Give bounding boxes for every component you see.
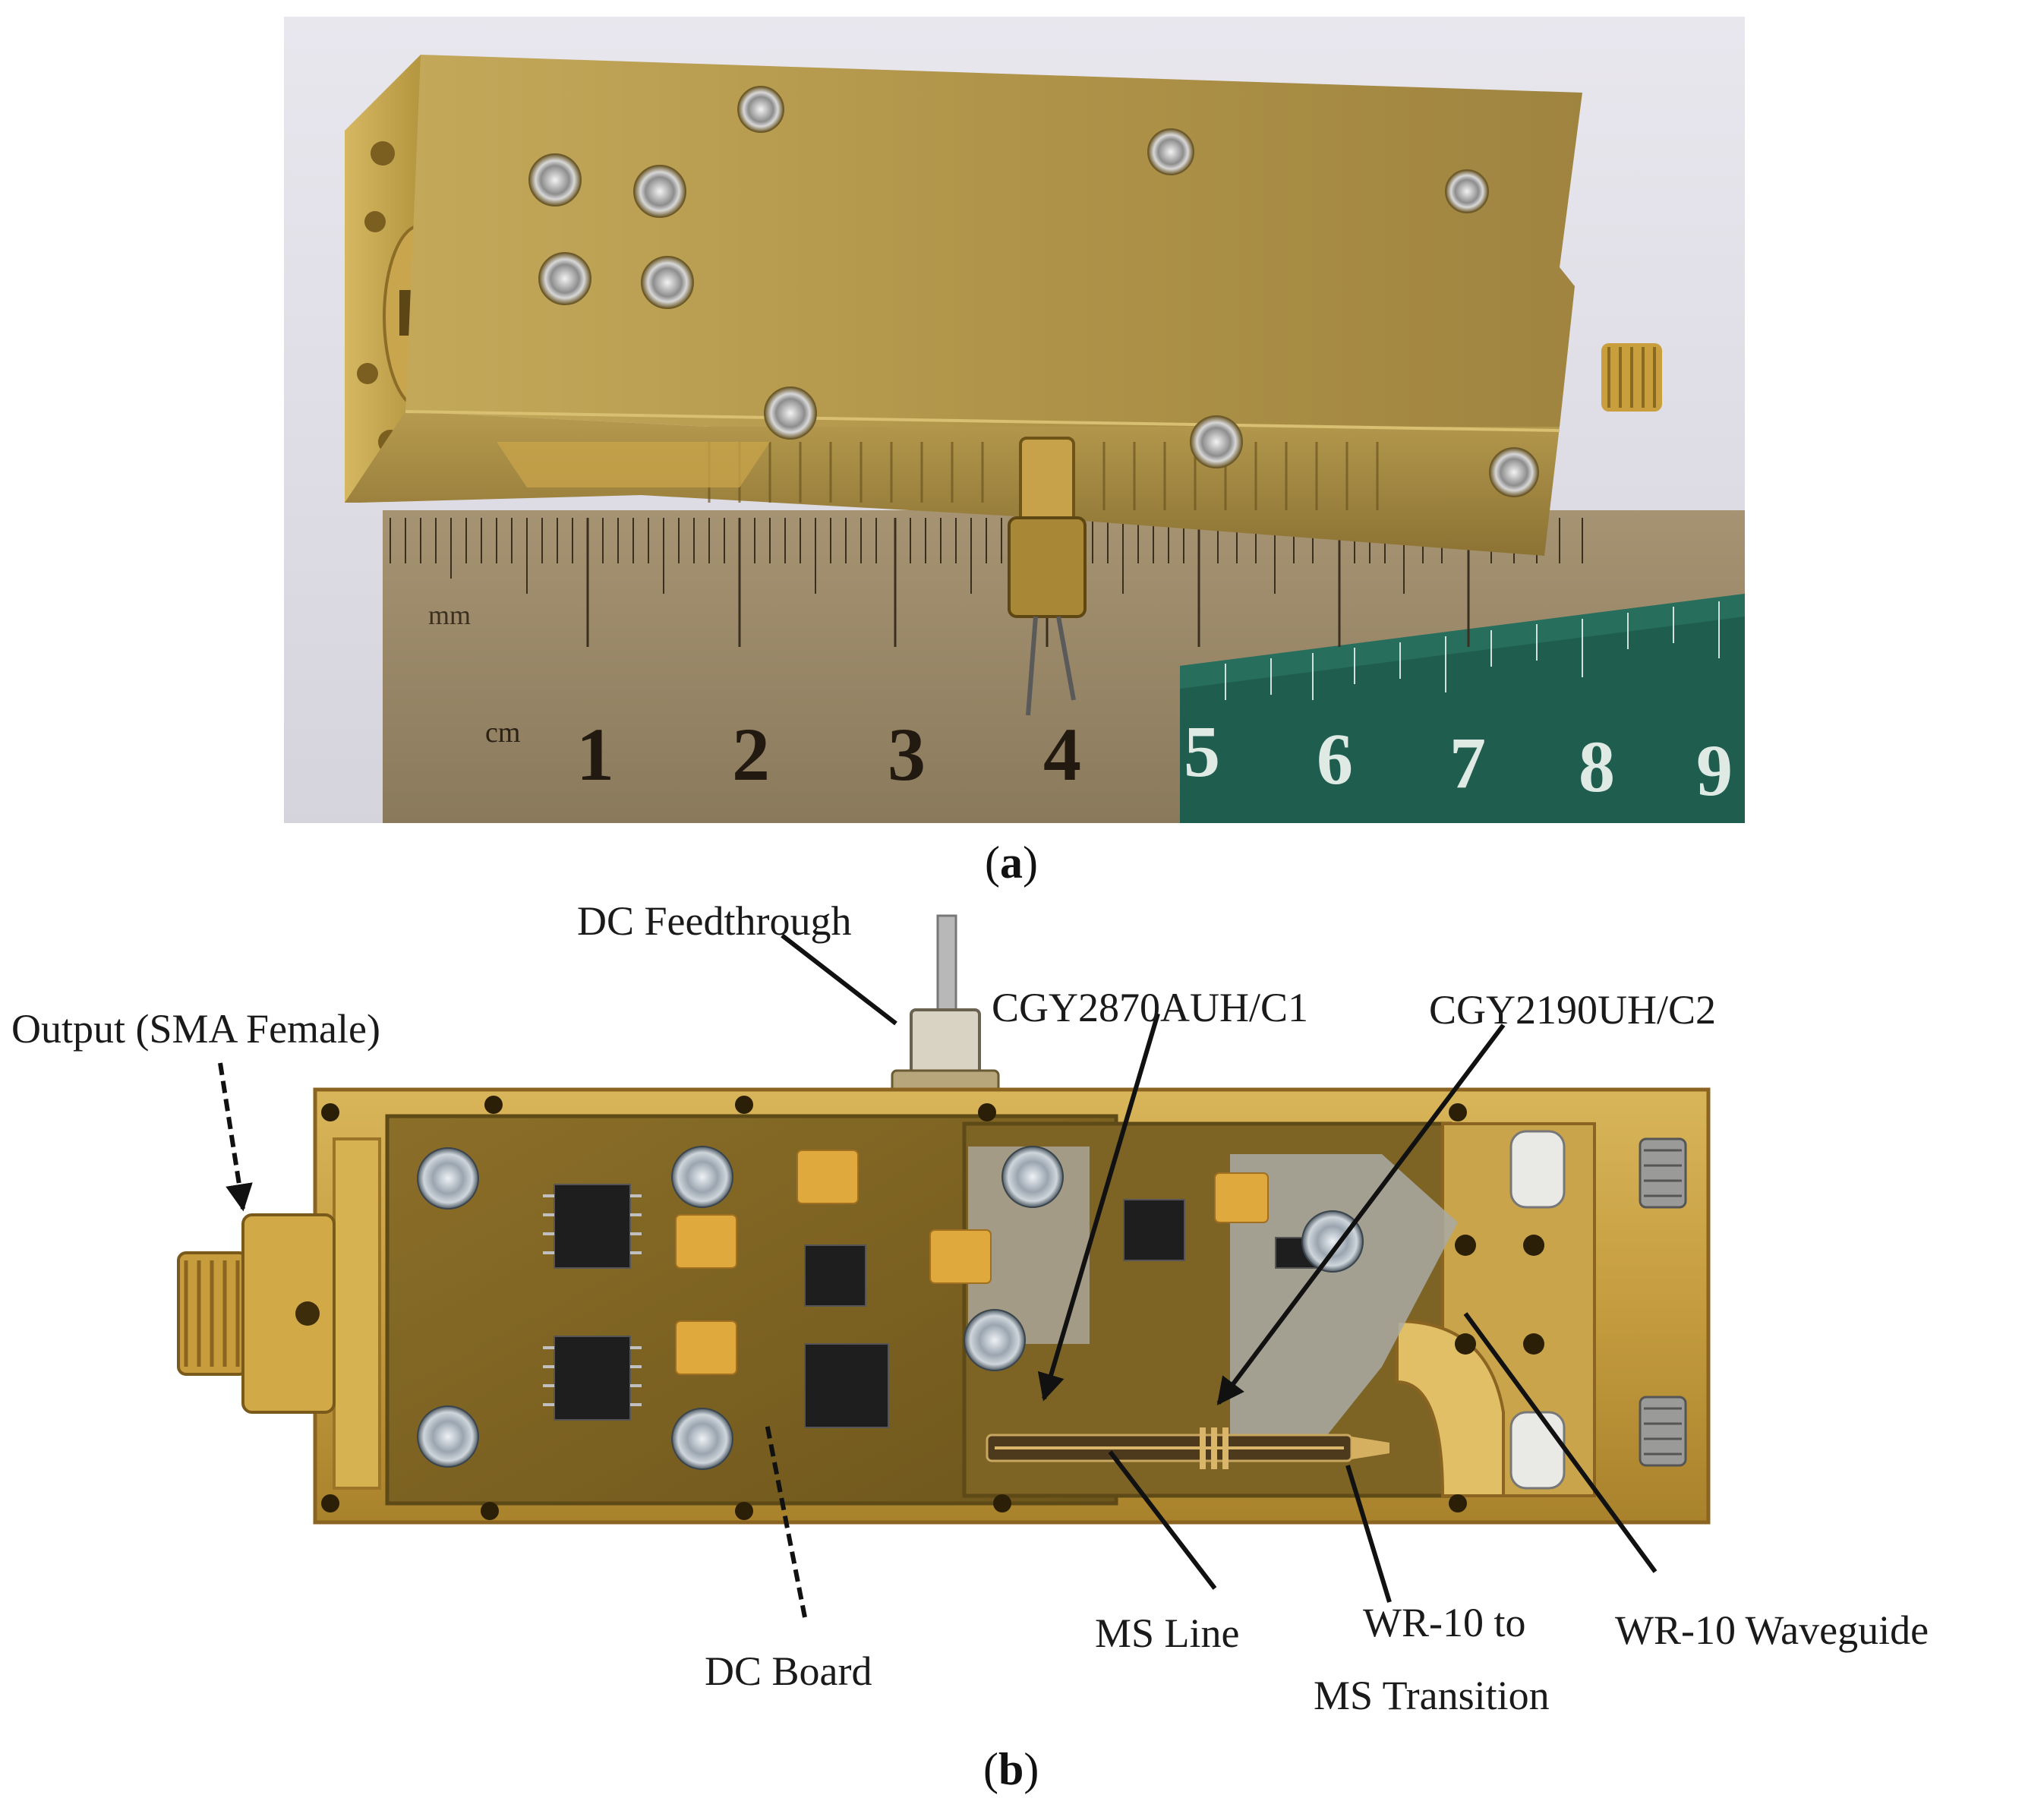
label-ms-line: MS Line: [1095, 1610, 1240, 1656]
leader-chip1: [1037, 1013, 1160, 1402]
capacitors: [675, 1150, 1269, 1375]
label-dc-feedthrough: DC Feedthrough: [577, 898, 852, 944]
leader-output: [218, 1062, 253, 1212]
label-transition-line1: WR-10 to: [1363, 1600, 1526, 1645]
leader-dc-feedthrough: [781, 933, 897, 1026]
label-chip-cgy2190: CGY2190UH/C2: [1429, 987, 1717, 1033]
panel-b-photo: [152, 896, 1898, 1610]
leader-waveguide: [1463, 1312, 1658, 1573]
caption-a-close: ): [1022, 837, 1038, 888]
panel-a-photo: mm cm 1 2 3 4 5 6 7 8 9: [284, 17, 1745, 823]
ruler-number-3: 3: [888, 712, 926, 796]
board-screws: [417, 1146, 1364, 1470]
label-output-sma: Output (SMA Female): [11, 1006, 380, 1052]
label-transition-line2: MS Transition: [1314, 1673, 1550, 1718]
top-screws: [528, 86, 1539, 497]
ic-chips: [554, 1184, 1322, 1428]
caption-b-close: ): [1024, 1744, 1039, 1794]
caption-b: (b): [983, 1746, 1039, 1792]
label-chip-cgy2870: CGY2870AUH/C1: [992, 985, 1309, 1030]
ruler-number-1: 1: [576, 712, 614, 796]
caption-a-open: (: [985, 837, 1000, 888]
ruler-number-2: 2: [732, 712, 770, 796]
leader-transition: [1345, 1465, 1392, 1603]
sma-output-connector: [177, 1213, 336, 1414]
caption-a-letter: a: [999, 837, 1023, 888]
label-dc-board: DC Board: [705, 1648, 872, 1694]
ruler-number-9: 9: [1696, 730, 1733, 811]
caption-b-open: (: [983, 1744, 998, 1794]
block-top-face: [405, 55, 1582, 427]
caption-b-letter: b: [998, 1744, 1024, 1794]
caption-a: (a): [985, 840, 1038, 885]
ruler-number-7: 7: [1449, 722, 1486, 803]
leader-dc-board: [765, 1423, 807, 1618]
ruler-number-4: 4: [1043, 712, 1081, 796]
ruler-number-5: 5: [1184, 711, 1220, 792]
ruler-number-8: 8: [1579, 726, 1615, 807]
ruler-mm-label: mm: [428, 600, 471, 630]
ruler-cm-label: cm: [485, 717, 520, 749]
label-waveguide: WR-10 Waveguide: [1615, 1607, 1929, 1653]
ruler-number-6: 6: [1317, 718, 1353, 800]
leader-ms-line: [1108, 1450, 1217, 1590]
leader-chip2: [1216, 1024, 1506, 1405]
